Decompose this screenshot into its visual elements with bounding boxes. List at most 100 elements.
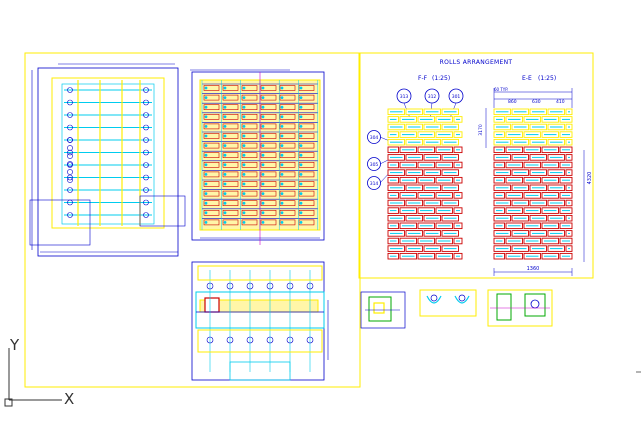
plan-balloon [67,153,73,159]
elev-roll [279,210,296,216]
elev-roll [279,181,296,187]
elev-roll [241,210,258,216]
elev-roll [203,200,220,206]
elev-node [223,144,227,148]
elev-node [204,163,208,167]
sec-node [286,336,294,344]
elev-roll [222,210,239,216]
elev-roll [279,152,296,158]
elev-node [280,221,284,224]
elev-node [204,173,208,176]
elev-roll [241,104,258,110]
elev-node [299,115,303,119]
elev-roll [279,104,296,110]
elev-roll [222,190,239,197]
elev-roll [241,181,258,187]
elev-node [261,125,265,128]
elev-node [261,221,265,224]
sec-node [266,282,274,290]
elev-roll [260,123,277,130]
elev-node [280,192,284,196]
elev-node [204,144,208,148]
plan-balloon [67,177,73,183]
plan-view-members [64,80,152,226]
balloon-314: 314 [367,176,381,190]
elev-roll [279,219,296,226]
elev-roll [298,85,315,91]
plan-node [143,99,149,106]
elev-node [242,134,246,138]
elev-node [204,115,208,119]
elev-roll [298,181,315,187]
elev-node [223,105,227,109]
sec-node [266,336,274,344]
elev-node [242,105,246,109]
elev-roll [260,94,277,101]
plan-node [67,99,73,106]
plan-balloon [67,137,73,143]
elev-node [261,96,265,99]
elev-roll [222,200,239,206]
rolls-grid-ee [493,108,573,260]
elev-node [242,221,246,224]
elev-roll [279,123,296,130]
elev-node [204,96,208,99]
elev-node [299,163,303,167]
elev-roll [222,133,239,139]
svg-text:314: 314 [370,181,379,187]
plan-node [143,187,149,193]
svg-text:305: 305 [370,162,379,168]
elev-roll [298,94,315,101]
elev-node [204,192,208,196]
elev-roll [260,104,277,110]
elev-node [204,201,208,205]
dim-3170: 3170 [478,124,484,136]
elev-node [299,221,303,224]
elev-roll [203,133,220,139]
elev-roll [222,219,239,226]
elev-roll [203,104,220,110]
elev-roll [279,114,296,120]
elev-roll [203,181,220,187]
elev-roll [203,219,220,226]
elev-roll [222,104,239,110]
elev-roll [222,114,239,120]
elev-node [261,163,265,167]
elev-node [280,201,284,205]
elev-roll [298,133,315,139]
elev-node [280,153,284,157]
elev-node [280,86,284,90]
plan-node [67,112,73,118]
elev-roll [241,190,258,197]
elev-node [299,211,303,215]
elev-node [280,125,284,128]
elev-roll [298,104,315,110]
elev-node [280,105,284,109]
svg-text:313: 313 [400,94,409,100]
elev-roll [260,190,277,197]
elev-roll [203,190,220,197]
elev-node [299,153,303,157]
rolls-title: ROLLS ARRANGEMENT [440,59,513,66]
elev-node [223,201,227,205]
elev-node [299,96,303,99]
elev-node [299,182,303,186]
plan-node [67,87,73,93]
elev-roll [203,114,220,120]
elev-node [223,96,227,99]
elev-roll [298,190,315,197]
elev-node [242,115,246,119]
elev-roll [298,152,315,158]
sec-node [306,336,314,344]
elev-roll [241,171,258,178]
elev-node [280,163,284,167]
elev-node [299,125,303,128]
elev-node [223,115,227,119]
elev-roll [260,219,277,226]
elev-node [299,192,303,196]
elev-node [261,105,265,109]
svg-text:304: 304 [370,135,379,141]
plan-node [143,124,149,131]
